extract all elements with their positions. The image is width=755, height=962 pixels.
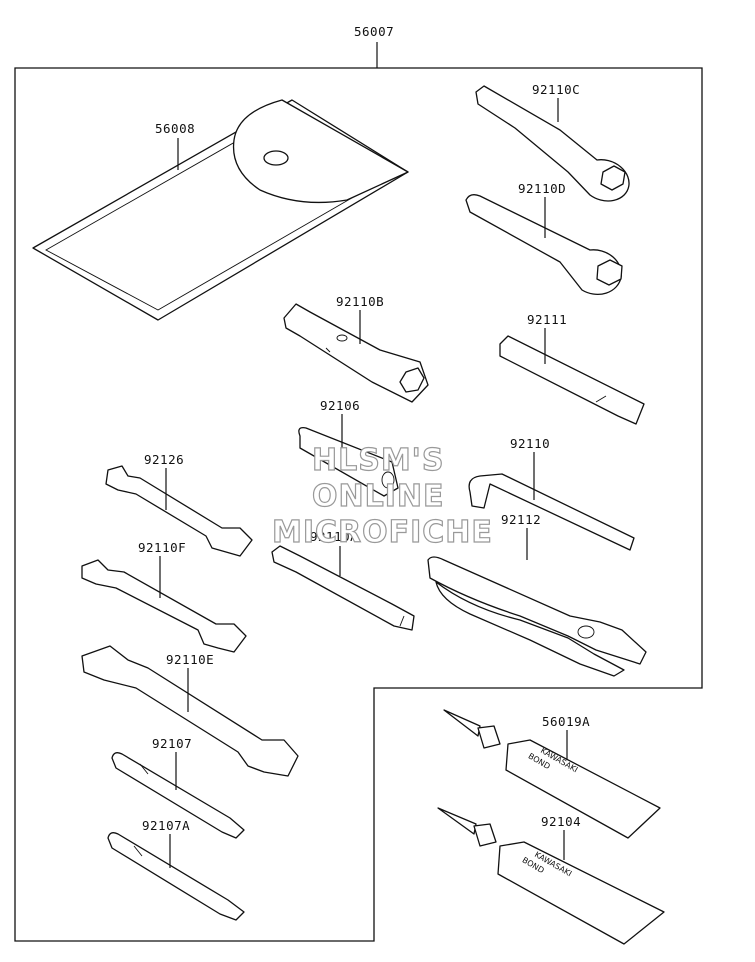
watermark-line-3: MICROFICHE — [272, 515, 493, 550]
label-92110B: 92110B — [336, 294, 384, 309]
assembly-frame — [14, 67, 703, 942]
screwdriver-92107[interactable] — [111, 752, 245, 839]
box-wrench-92110B[interactable] — [283, 303, 429, 403]
watermark-line-2: ONLINE — [312, 479, 445, 514]
screwdriver-92107A[interactable] — [107, 832, 245, 921]
label-92110E: 92110E — [166, 652, 214, 667]
label-92106: 92106 — [320, 398, 360, 413]
label-92110A: 92110A — [310, 529, 358, 544]
ring-wrench-92110C[interactable] — [475, 85, 630, 202]
plate-tool-92110A[interactable] — [271, 545, 415, 631]
open-wrench-92126[interactable] — [105, 465, 253, 557]
open-wrench-92110F[interactable] — [81, 559, 247, 653]
hex-key-92110[interactable] — [468, 473, 635, 551]
label-56008: 56008 — [155, 121, 195, 136]
label-92111: 92111 — [527, 312, 567, 327]
label-92110C: 92110C — [532, 82, 580, 97]
label-92110: 92110 — [510, 436, 550, 451]
watermark: HLSM'S ONLINE MICROFICHE — [271, 442, 493, 550]
label-92110D: 92110D — [518, 181, 566, 196]
label-92107: 92107 — [152, 736, 192, 751]
assembly-label: 56007 — [354, 24, 394, 39]
label-92107A: 92107A — [142, 818, 190, 833]
bond-tube-56019A[interactable]: KAWASAKI BOND — [443, 709, 661, 839]
label-92110F: 92110F — [138, 540, 186, 555]
watermark-line-1: HLSM'S — [312, 443, 444, 478]
tool-bar-92111[interactable] — [499, 335, 645, 425]
ring-wrench-92110D[interactable] — [465, 194, 623, 296]
tool-pouch-56008[interactable] — [32, 99, 409, 321]
open-wrench-92110E[interactable] — [81, 645, 299, 777]
label-92112: 92112 — [501, 512, 541, 527]
label-92104: 92104 — [541, 814, 581, 829]
label-56019A: 56019A — [542, 714, 590, 729]
pliers-92112[interactable] — [427, 556, 647, 677]
socket-92106[interactable] — [298, 427, 399, 497]
label-92126: 92126 — [144, 452, 184, 467]
